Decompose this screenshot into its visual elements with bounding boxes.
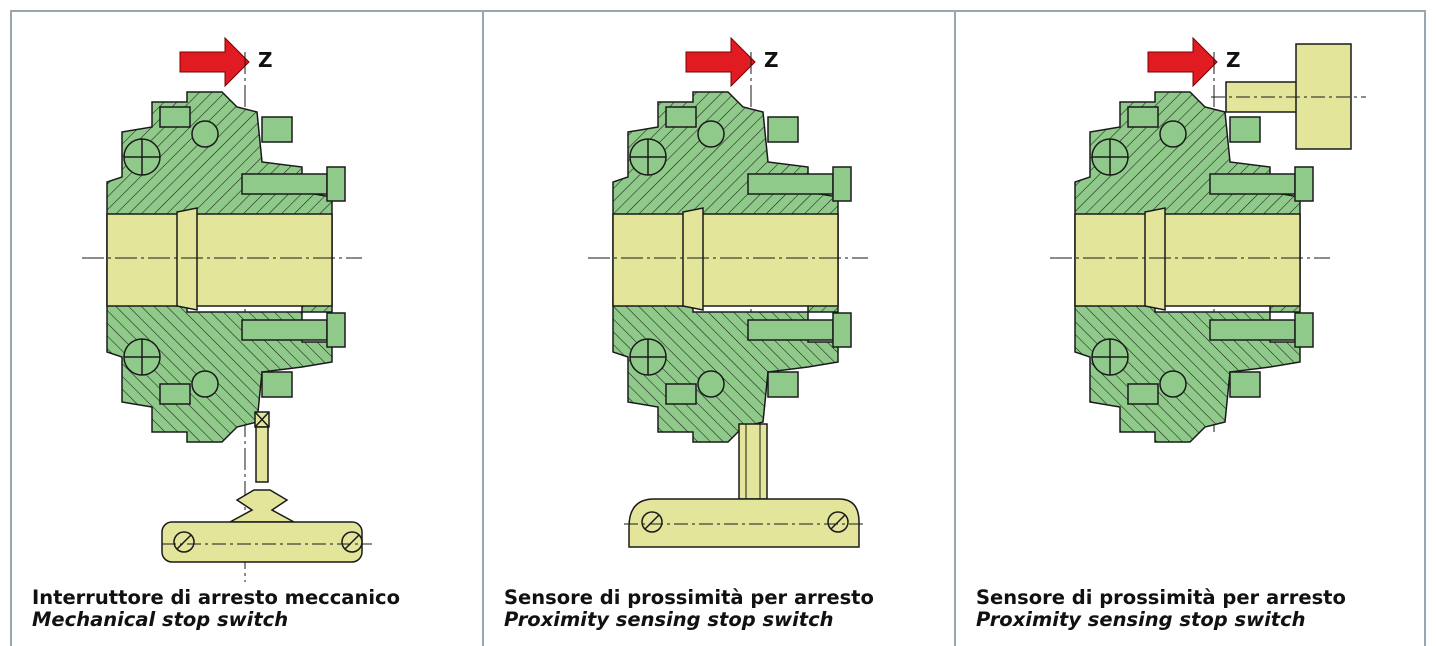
panel-proximity-sensor-2: Z — [956, 12, 1426, 646]
caption-italian: Sensore di prossimità per arresto — [504, 586, 874, 609]
axis-label: Z — [1226, 48, 1241, 72]
caption: Sensore di prossimità per arresto Proxim… — [976, 587, 1346, 631]
proximity-sensor-drawing: Z — [588, 36, 868, 548]
mechanical-switch-device — [161, 411, 372, 563]
clutch-hub-section — [1050, 91, 1330, 443]
direction-arrow-icon — [685, 36, 756, 88]
proximity-sensor-drawing: Z — [1050, 36, 1366, 443]
caption: Sensore di prossimità per arresto Proxim… — [504, 587, 874, 631]
caption-italian: Interruttore di arresto meccanico — [32, 586, 400, 609]
panel-divider — [482, 12, 484, 646]
caption-english: Proximity sensing stop switch — [504, 608, 834, 631]
proximity-sensor-device — [624, 423, 864, 548]
direction-arrow-icon — [179, 36, 250, 88]
axis-label: Z — [258, 48, 273, 72]
panel-proximity-sensor-1: Z — [484, 12, 954, 646]
proximity-sensor-device — [1211, 43, 1366, 150]
caption-english: Mechanical stop switch — [32, 608, 289, 631]
mechanical-switch-drawing: Z — [82, 36, 372, 582]
caption-italian: Sensore di prossimità per arresto — [976, 586, 1346, 609]
panel-divider — [954, 12, 956, 646]
direction-arrow-icon — [1147, 36, 1218, 88]
clutch-hub-section — [588, 91, 868, 443]
caption: Interruttore di arresto meccanico Mechan… — [32, 587, 400, 631]
caption-english: Proximity sensing stop switch — [976, 608, 1306, 631]
figure-frame: Z — [10, 10, 1426, 646]
panel-mechanical-switch: Z — [12, 12, 482, 646]
axis-label: Z — [764, 48, 779, 72]
clutch-hub-section — [82, 91, 362, 443]
